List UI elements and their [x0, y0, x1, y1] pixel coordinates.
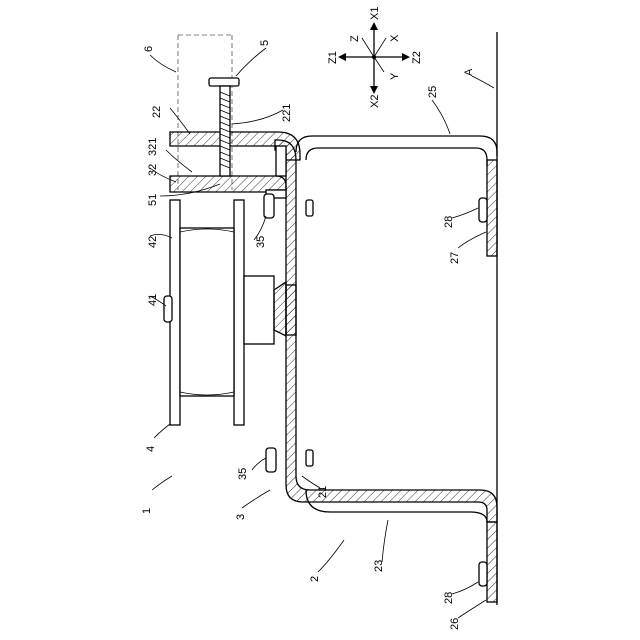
label-41: 41 — [147, 294, 159, 306]
stud-35-lower — [266, 448, 276, 472]
channel-bolt-lower — [306, 450, 313, 466]
label-221: 221 — [281, 104, 293, 122]
fastener-28-upper — [479, 198, 487, 222]
pulley-4 — [164, 200, 296, 425]
label-3: 3 — [235, 514, 247, 520]
label-21: 21 — [317, 486, 329, 498]
web-block — [266, 146, 286, 198]
label-27: 27 — [449, 252, 461, 264]
coordinate-axes: X1 X2 Z1 Z2 X Y Z — [327, 7, 423, 108]
axis-z-label: Z — [349, 35, 361, 42]
label-51: 51 — [147, 194, 159, 206]
axis-x1-label: X1 — [369, 7, 381, 20]
axis-x-label: X — [389, 34, 401, 42]
label-2: 2 — [309, 576, 321, 582]
axis-z2-label: Z2 — [411, 51, 423, 64]
label-26: 26 — [449, 618, 461, 630]
label-35-upper: 35 — [255, 236, 267, 248]
label-22: 22 — [151, 106, 163, 118]
label-28-upper: 28 — [443, 216, 455, 228]
label-35-lower: 35 — [237, 468, 249, 480]
stud-35-upper — [264, 194, 274, 218]
bracket-25 — [296, 136, 497, 256]
label-23: 23 — [373, 560, 385, 572]
label-28-lower: 28 — [443, 592, 455, 604]
label-321: 321 — [147, 138, 159, 156]
label-5: 5 — [259, 40, 271, 46]
axis-z1-label: Z1 — [327, 51, 339, 64]
label-6: 6 — [143, 46, 155, 52]
axis-y-label: Y — [389, 72, 401, 80]
bracket-26 — [306, 490, 497, 602]
fastener-28-lower — [479, 562, 487, 586]
label-32: 32 — [147, 164, 159, 176]
label-42: 42 — [147, 236, 159, 248]
channel-bolt-upper — [306, 200, 313, 216]
screw-5 — [209, 78, 239, 176]
label-4: 4 — [145, 446, 157, 452]
axis-x2-label: X2 — [369, 95, 381, 108]
label-25: 25 — [427, 86, 439, 98]
label-1: 1 — [141, 508, 153, 514]
label-A: A — [463, 68, 475, 76]
